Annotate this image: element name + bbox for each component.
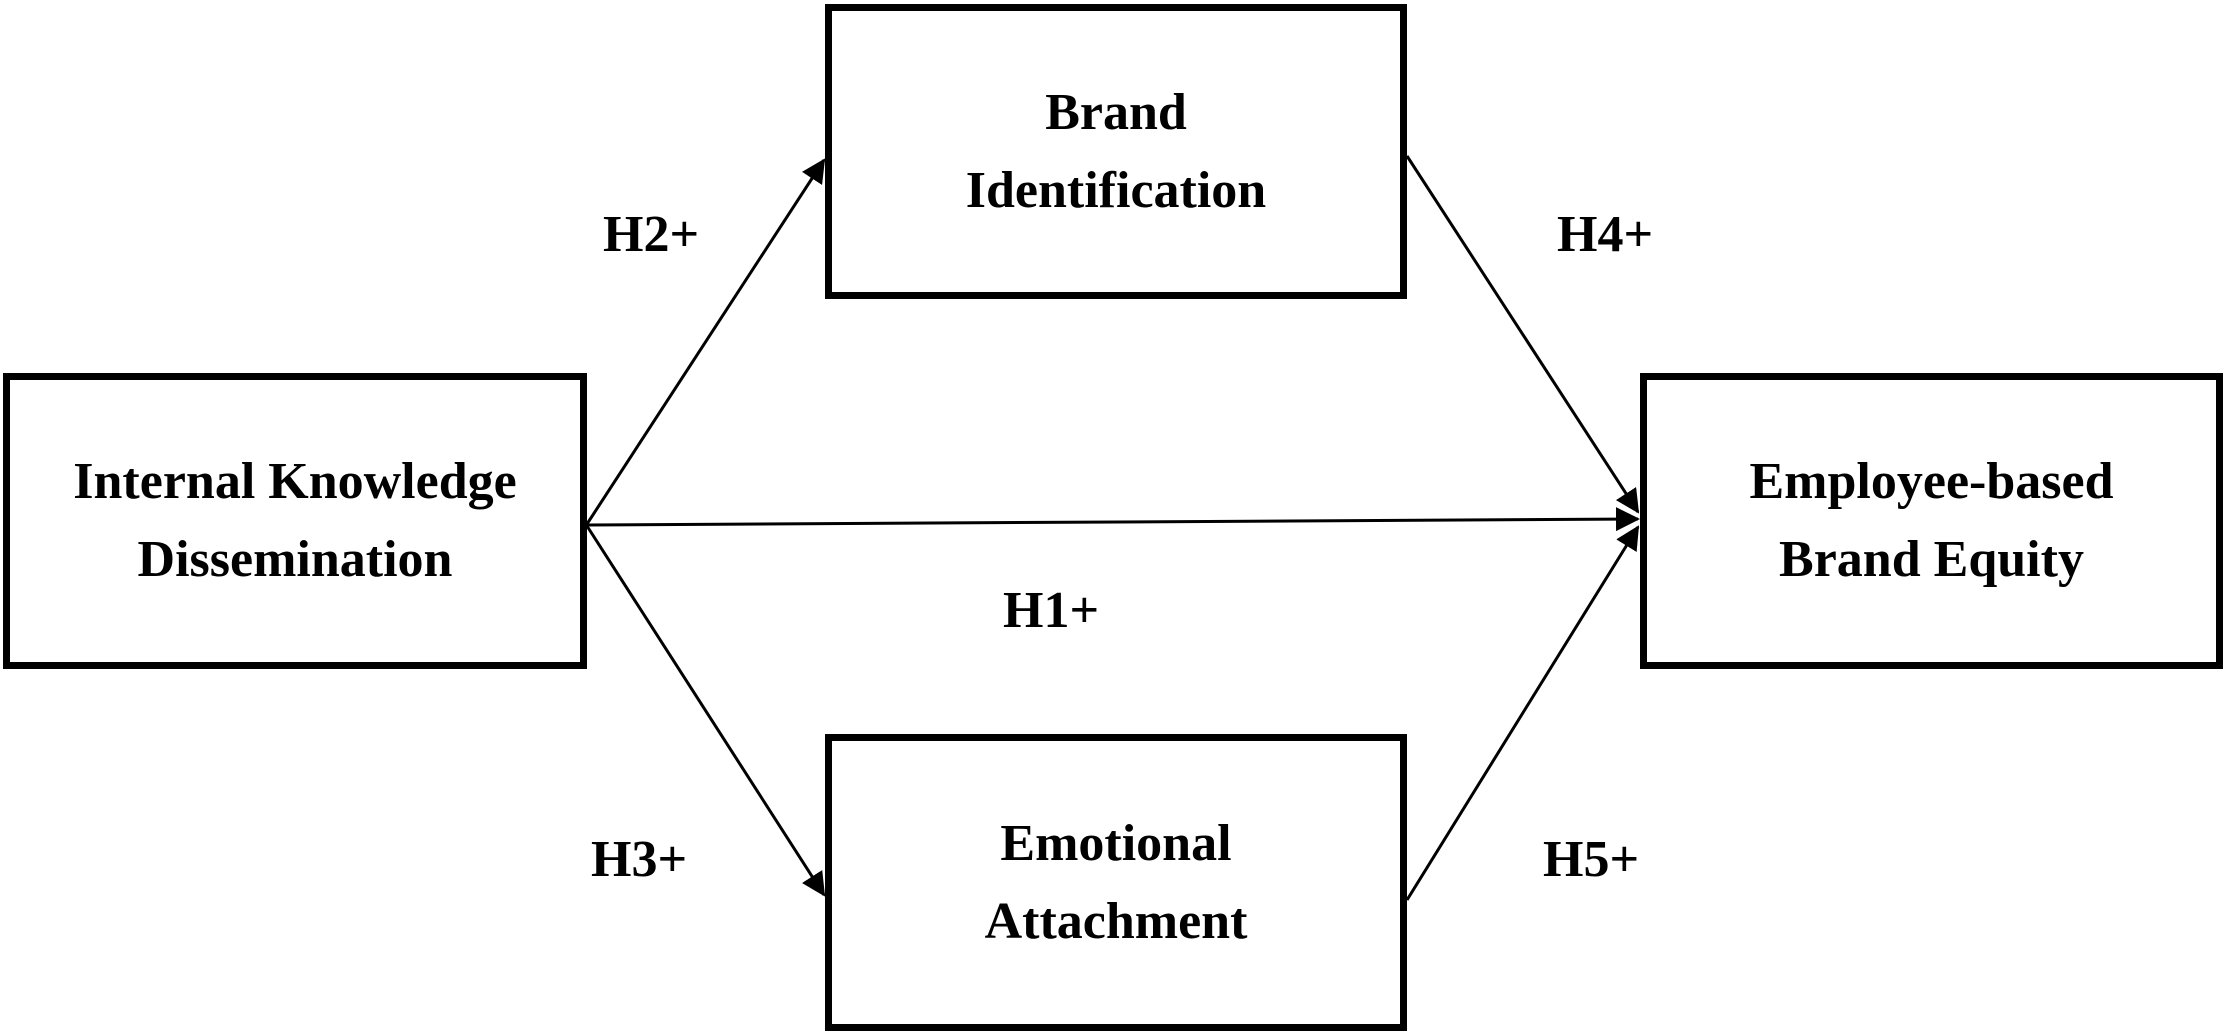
arrow-h4 [1405,155,1640,514]
node-ikd-line-2: Dissemination [137,531,453,588]
node-ebe-line-1: Employee-based [1749,453,2114,510]
arrow-h2 [585,158,826,525]
node-brand-identification: Brand Identification [825,4,1407,299]
arrow-h5 [1405,525,1640,901]
hypothesis-label-h1: H1+ [1003,582,1100,639]
hypothesis-label-h4: H4+ [1557,206,1654,263]
node-ikd-line-1: Internal Knowledge [73,453,517,510]
hypothesis-label-h5: H5+ [1543,831,1640,888]
node-bi-line-1: Brand [1045,83,1187,141]
node-internal-knowledge-dissemination: Internal Knowledge Dissemination [3,373,587,669]
arrow-h1 [586,507,1640,532]
node-ea-line-2: Attachment [984,892,1248,950]
node-ebe-line-2: Brand Equity [1779,531,2084,588]
node-bi-line-2: Identification [965,161,1267,219]
node-ea-line-1: Emotional [1000,814,1232,872]
node-emotional-attachment: Emotional Attachment [825,734,1407,1031]
node-employee-based-brand-equity: Employee-based Brand Equity [1640,373,2223,669]
arrow-h3 [585,525,826,897]
hypothesis-label-h2: H2+ [603,206,700,263]
hypothesis-label-h3: H3+ [591,831,688,888]
